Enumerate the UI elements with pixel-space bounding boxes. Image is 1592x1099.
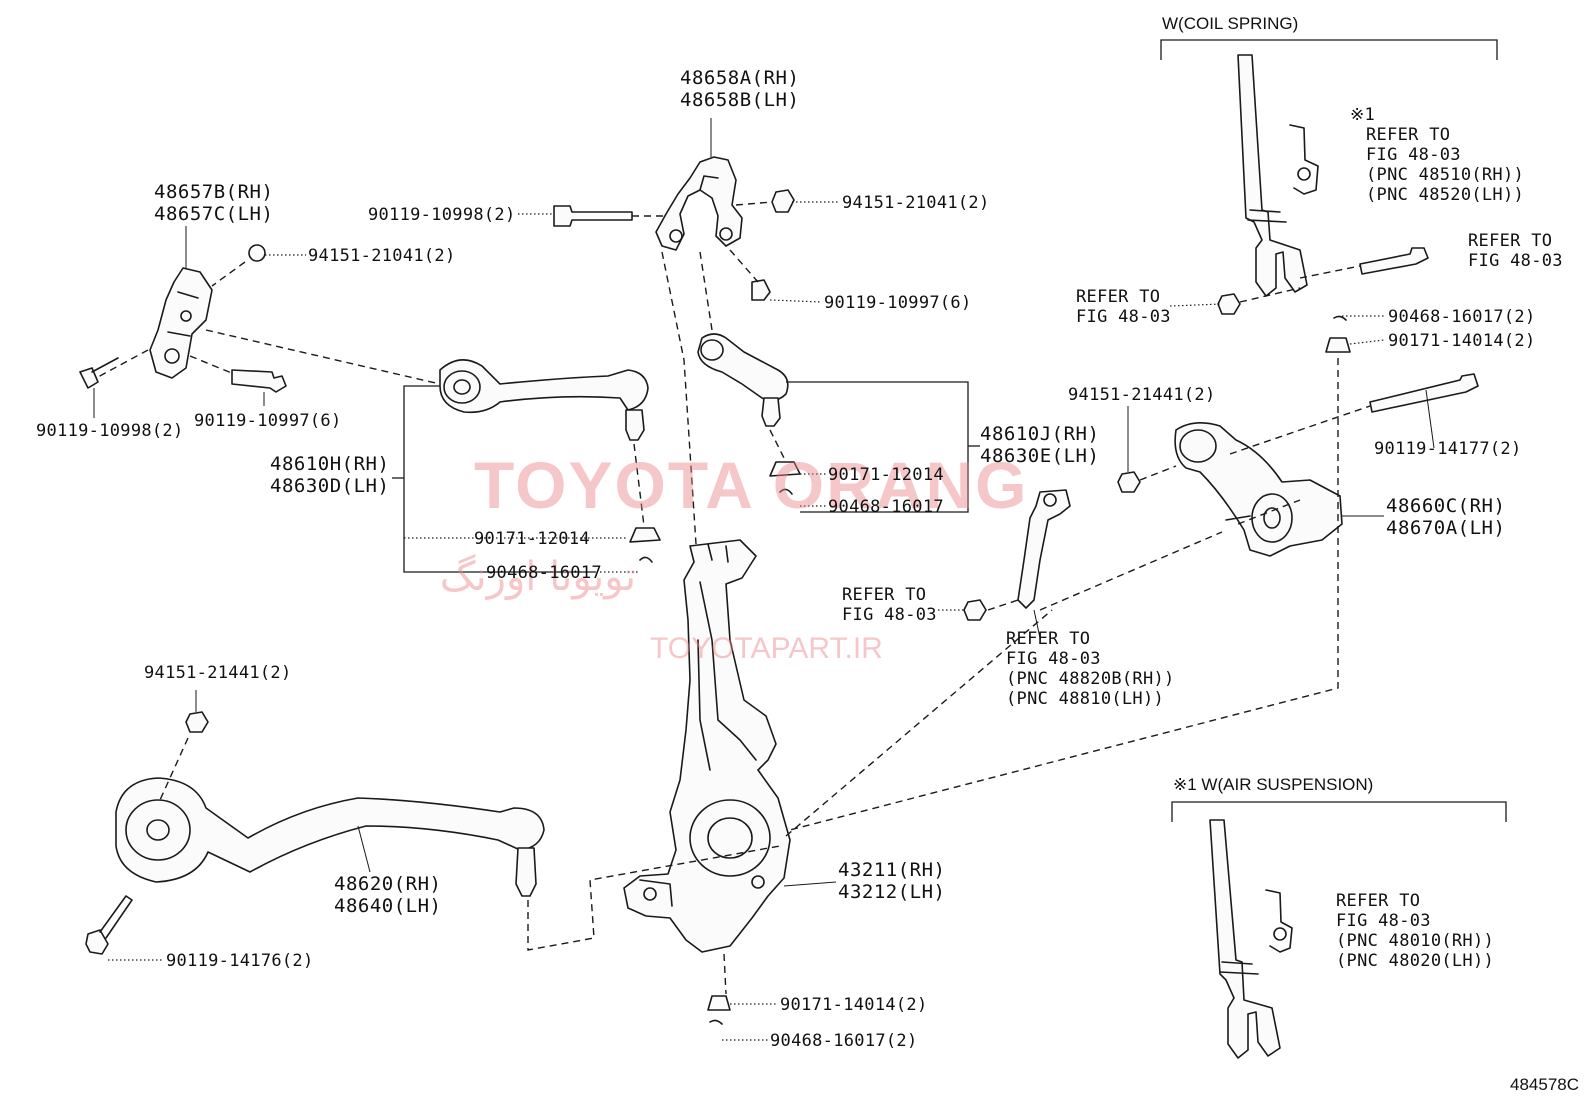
part-label: 48640(LH) bbox=[334, 895, 441, 917]
fastener-label: 94151-21041(2) bbox=[842, 193, 990, 213]
fasteners bbox=[79, 189, 1479, 1025]
part-label: 43211(RH) bbox=[838, 859, 945, 881]
refer-line: (PNC 48510(RH)) bbox=[1366, 165, 1524, 185]
callout-48660: 48660C(RH) 48670A(LH) bbox=[1386, 495, 1505, 539]
fastener-label: 94151-21441(2) bbox=[1068, 385, 1216, 405]
part-label: 48630D(LH) bbox=[270, 475, 389, 497]
refer-line: FIG 48-03 bbox=[842, 605, 937, 625]
refer-spring-nut: REFER TO FIG 48-03 bbox=[1076, 287, 1171, 327]
lower-arm-48620 bbox=[115, 777, 545, 897]
leader-lines bbox=[93, 118, 1435, 1041]
fastener-label: 90119-14177(2) bbox=[1374, 439, 1522, 459]
refer-line: (PNC 48810(LH)) bbox=[1006, 689, 1164, 709]
refer-line: (PNC 48820B(RH)) bbox=[1006, 669, 1175, 689]
watermark-brand: TOYOTA ORANG bbox=[474, 448, 1028, 522]
fastener-label: 90468-16017(2) bbox=[1388, 307, 1536, 327]
refer-line: REFER TO bbox=[1468, 231, 1552, 251]
callout-48610j: 48610J(RH) 48630E(LH) bbox=[980, 423, 1099, 467]
part-label: 48610J(RH) bbox=[980, 423, 1099, 445]
callout-48610h: 48610H(RH) 48630D(LH) bbox=[270, 453, 389, 497]
fastener-label: 90171-14014(2) bbox=[1388, 331, 1536, 351]
stabilizer-link bbox=[1017, 489, 1071, 609]
refer-line: REFER TO bbox=[1006, 629, 1090, 649]
refer-line: FIG 48-03 bbox=[1468, 251, 1563, 271]
refer-line: REFER TO bbox=[1336, 891, 1420, 911]
watermark-url: TOYOTAPART.IR bbox=[650, 632, 883, 665]
part-label: 48670A(LH) bbox=[1386, 517, 1505, 539]
part-label: 48658A(RH) bbox=[680, 67, 799, 89]
watermark-persian: تویوتا اورنگ bbox=[440, 554, 636, 600]
part-label: 48610H(RH) bbox=[270, 453, 389, 475]
upper-arm-48610h bbox=[439, 359, 649, 441]
coil-spring-title: W(COIL SPRING) bbox=[1162, 14, 1298, 33]
refer-line: FIG 48-03 bbox=[1366, 145, 1461, 165]
watermark: TOYOTA ORANG تویوتا اورنگ TOYOTAPART.IR bbox=[440, 448, 1028, 665]
fastener-label: 90171-14014(2) bbox=[780, 995, 928, 1015]
callout-48658: 48658A(RH) 48658B(LH) bbox=[680, 67, 799, 111]
refer-stabilizer-nut: REFER TO FIG 48-03 bbox=[842, 585, 937, 625]
fastener-label: 90171-12014 bbox=[828, 465, 944, 485]
part-label: 48660C(RH) bbox=[1386, 495, 1505, 517]
part-label: 48657C(LH) bbox=[154, 203, 273, 225]
refer-line: REFER TO bbox=[1366, 125, 1450, 145]
refer-line: (PNC 48020(LH)) bbox=[1336, 951, 1494, 971]
steering-knuckle-43211 bbox=[623, 539, 791, 953]
callout-43211: 43211(RH) 43212(LH) bbox=[838, 859, 945, 903]
part-label: 43212(LH) bbox=[838, 881, 945, 903]
refer-line: FIG 48-03 bbox=[1076, 307, 1171, 327]
fastener-labels: 90119-10998(2) 94151-21041(2) 90119-1099… bbox=[36, 193, 1536, 1051]
upper-bracket-48658 bbox=[655, 156, 743, 251]
refer-line: REFER TO bbox=[842, 585, 926, 605]
part-label: 48657B(RH) bbox=[154, 181, 273, 203]
refer-air-note: REFER TO FIG 48-03 (PNC 48010(RH)) (PNC … bbox=[1336, 891, 1494, 971]
fastener-label: 90119-10998(2) bbox=[368, 205, 516, 225]
callout-48620: 48620(RH) 48640(LH) bbox=[334, 873, 441, 917]
air-suspension-title: ※1 W(AIR SUSPENSION) bbox=[1173, 775, 1373, 794]
air-suspension-section: ※1 W(AIR SUSPENSION) bbox=[1171, 775, 1507, 822]
refer-spring-note: ※1 REFER TO FIG 48-03 (PNC 48510(RH)) (P… bbox=[1350, 105, 1524, 205]
refer-line: (PNC 48010(RH)) bbox=[1336, 931, 1494, 951]
refer-line: FIG 48-03 bbox=[1006, 649, 1101, 669]
fastener-label: 90119-10998(2) bbox=[36, 421, 184, 441]
fastener-label: 90468-16017(2) bbox=[770, 1031, 918, 1051]
refer-line: FIG 48-03 bbox=[1336, 911, 1431, 931]
assembly-lines bbox=[95, 201, 1371, 995]
fastener-label: 90119-10997(6) bbox=[824, 293, 972, 313]
refer-line: (PNC 48520(LH)) bbox=[1366, 185, 1524, 205]
callout-48657: 48657B(RH) 48657C(LH) bbox=[154, 181, 273, 225]
tension-rod-48660 bbox=[1174, 422, 1343, 557]
fastener-label: 90119-10997(6) bbox=[194, 411, 342, 431]
fastener-label: 90119-14176(2) bbox=[166, 951, 314, 971]
refer-line: ※1 bbox=[1350, 105, 1375, 125]
refer-line: REFER TO bbox=[1076, 287, 1160, 307]
refer-spring-bolt: REFER TO FIG 48-03 bbox=[1468, 231, 1563, 271]
part-label: 48620(RH) bbox=[334, 873, 441, 895]
fastener-label: 94151-21441(2) bbox=[144, 663, 292, 683]
fastener-label: 90468-16017 bbox=[828, 497, 944, 517]
bracket-48657 bbox=[149, 267, 213, 379]
part-label: 48658B(LH) bbox=[680, 89, 799, 111]
refer-stabilizer-link: REFER TO FIG 48-03 (PNC 48820B(RH)) (PNC… bbox=[1006, 629, 1175, 709]
part-label: 48630E(LH) bbox=[980, 445, 1099, 467]
fastener-label: 90468-16017 bbox=[486, 563, 602, 583]
fastener-label: 94151-21041(2) bbox=[308, 246, 456, 266]
figure-number: 484578C bbox=[1510, 1075, 1579, 1094]
fastener-label: 90171-12014 bbox=[474, 529, 590, 549]
upper-arm-48610j bbox=[697, 333, 789, 427]
coil-spring-section: W(COIL SPRING) bbox=[1160, 14, 1498, 60]
shock-absorber-coil bbox=[1237, 54, 1319, 297]
shock-absorber-air bbox=[1209, 819, 1293, 1059]
